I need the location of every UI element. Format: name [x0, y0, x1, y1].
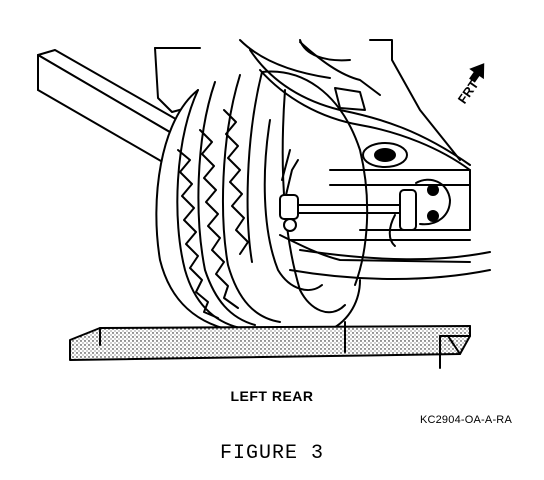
- view-label: LEFT REAR: [230, 388, 314, 404]
- front-direction-indicator: FRT: [455, 63, 485, 107]
- figure-title: FIGURE 3: [219, 442, 324, 465]
- shock-absorber: [279, 149, 299, 232]
- front-indicator-label: FRT: [455, 77, 482, 106]
- support-platform: [69, 321, 471, 369]
- mounting-bolt: [362, 142, 408, 168]
- lateral-rod: [297, 178, 451, 247]
- part-code: KC2904-OA-A-RA: [419, 414, 512, 426]
- tire: [155, 70, 369, 333]
- left-rear-suspension-illustration: FRT: [37, 39, 491, 369]
- lower-arm: [279, 234, 471, 263]
- front-arrow-icon: [469, 63, 485, 83]
